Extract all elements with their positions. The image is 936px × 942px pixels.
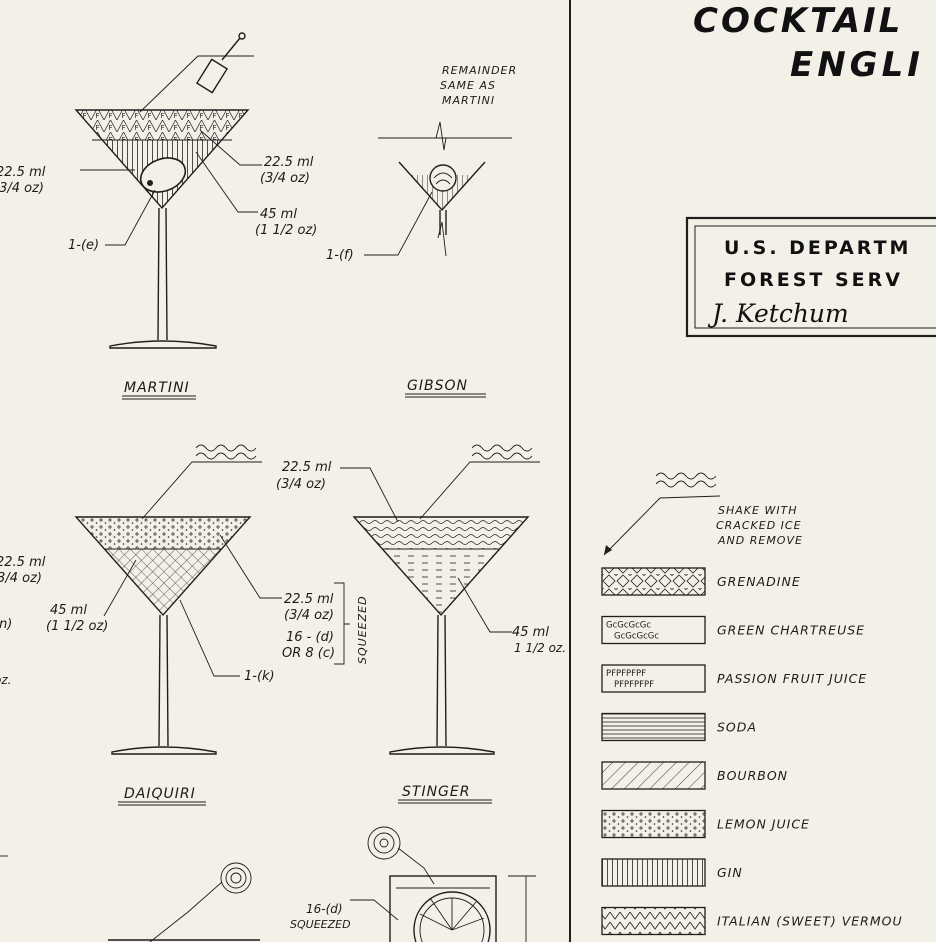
stinger-annotations: 22.5 ml (3/4 oz) 45 ml 1 1/2 oz. STINGER: [276, 460, 566, 804]
daiquiri-ann-rum-1: 45 ml: [50, 603, 87, 618]
legend-swatch: [601, 858, 706, 887]
legend-item: GIN: [601, 858, 743, 887]
stinger-name: STINGER: [402, 784, 470, 800]
martini-ann-left-2: (3/4 oz): [0, 181, 44, 196]
stamp-line2: FOREST SERV: [724, 269, 903, 291]
legend-swatch: [601, 906, 706, 936]
legend-shake-symbol: SHAKE WITH CRACKED ICE AND REMOVE: [603, 472, 803, 556]
legend-label: GREEN CHARTREUSE: [717, 623, 865, 638]
legend-item: LEMON JUICE: [601, 809, 810, 839]
gibson-note-1: REMAINDER: [442, 64, 517, 77]
daiquiri-ann-rum-2: (1 1/2 oz): [46, 619, 108, 634]
gibson-note-3: MARTINI: [442, 94, 495, 107]
legend-item: BOURBON: [601, 761, 788, 790]
daiquiri-ann-count-2: OR 8 (c): [282, 646, 335, 661]
legend-label: LEMON JUICE: [717, 817, 810, 832]
legend-swatch-code: PFPFPFPF: [606, 669, 646, 679]
stamp-signature: J. Ketchum: [707, 299, 849, 328]
martini-glass: [74, 32, 262, 349]
legend-label: GIN: [717, 865, 743, 880]
daiquiri-ann-left-2: (3/4 oz): [0, 571, 42, 586]
daiquiri-ann-lemon-2: (3/4 oz): [284, 608, 334, 623]
daiquiri-annotations: 22.5 ml (3/4 oz) (n) oz. 45 ml (1 1/2 oz…: [0, 555, 369, 806]
stinger-ann-main-2: 1 1/2 oz.: [514, 641, 566, 655]
legend-swatch-code: GcGcGcGc: [606, 621, 651, 631]
stinger-ann-top-2: (3/4 oz): [276, 477, 326, 492]
legend-label: ITALIAN (SWEET) VERMOU: [717, 914, 903, 929]
daiquiri-ann-left-1: 22.5 ml: [0, 555, 46, 570]
gibson-glass: [364, 121, 512, 257]
bottom-ann-2: SQUEEZED: [290, 918, 351, 931]
martini-ann-gin-2: (1 1/2 oz): [255, 223, 317, 238]
legend-item: GRENADINE: [601, 567, 801, 596]
daiquiri-ann-count-1: 16 - (d): [286, 630, 334, 645]
stinger-glass: [340, 444, 540, 755]
gibson-note-2: SAME AS: [440, 79, 496, 92]
legend-item: ITALIAN (SWEET) VERMOU: [601, 906, 903, 936]
legend-label: PASSION FRUIT JUICE: [717, 671, 867, 686]
martini-ann-vermouth-1: 22.5 ml: [264, 155, 314, 170]
sheet-title-line2: ENGLI: [790, 45, 924, 85]
sheet-title-line1: COCKTAIL: [693, 1, 903, 41]
martini-annotations: 22.5 ml (3/4 oz) 22.5 ml (3/4 oz) 45 ml …: [0, 155, 317, 400]
legend-swatch-code: PFPFPFPF: [614, 680, 654, 690]
daiquiri-ann-oz: oz.: [0, 673, 11, 687]
bottom-ann-1: 16-(d): [306, 902, 343, 916]
daiquiri-squeezed: SQUEEZED: [356, 595, 369, 664]
stinger-ann-main-1: 45 ml: [512, 625, 549, 640]
agency-stamp: U.S. DEPARTM FOREST SERV J. Ketchum: [685, 216, 936, 338]
legend-swatch: [601, 712, 706, 742]
legend-swatch-code: GcGcGcGc: [614, 632, 659, 642]
martini-name: MARTINI: [124, 380, 190, 396]
daiquiri-ann-lemon-1: 22.5 ml: [284, 592, 334, 607]
martini-ann-left-1: 22.5 ml: [0, 165, 46, 180]
legend-label: SODA: [717, 720, 757, 735]
legend-shake-note-3: AND REMOVE: [717, 534, 803, 547]
stamp-line1: U.S. DEPARTM: [724, 237, 911, 259]
daiquiri-ann-n: (n): [0, 617, 12, 632]
legend-swatch: [601, 809, 706, 839]
martini-garnish: 1-(e): [68, 238, 99, 253]
legend-shake-note-1: SHAKE WITH: [718, 504, 798, 517]
legend-item: SODA: [601, 712, 757, 742]
gibson-name: GIBSON: [407, 378, 468, 394]
gibson-garnish: 1-(f): [326, 248, 354, 263]
legend-swatch: [601, 761, 706, 790]
martini-ann-gin-1: 45 ml: [260, 207, 297, 222]
bottom-left-glass: [0, 855, 260, 942]
legend-swatch: [601, 567, 706, 596]
stinger-ann-top-1: 22.5 ml: [282, 460, 332, 475]
daiquiri-garnish: 1-(k): [244, 669, 275, 684]
bottom-highball-glass: [350, 826, 536, 942]
legend-label: BOURBON: [717, 768, 788, 783]
bottom-annotations: 16-(d) SQUEEZED: [290, 902, 351, 931]
martini-ann-vermouth-2: (3/4 oz): [260, 171, 310, 186]
legend-shake-note-2: CRACKED ICE: [716, 519, 802, 532]
daiquiri-name: DAIQUIRI: [124, 786, 196, 802]
gibson-annotations: REMAINDER SAME AS MARTINI 1-(f) GIBSON: [326, 64, 517, 398]
legend-label: GRENADINE: [717, 574, 801, 589]
